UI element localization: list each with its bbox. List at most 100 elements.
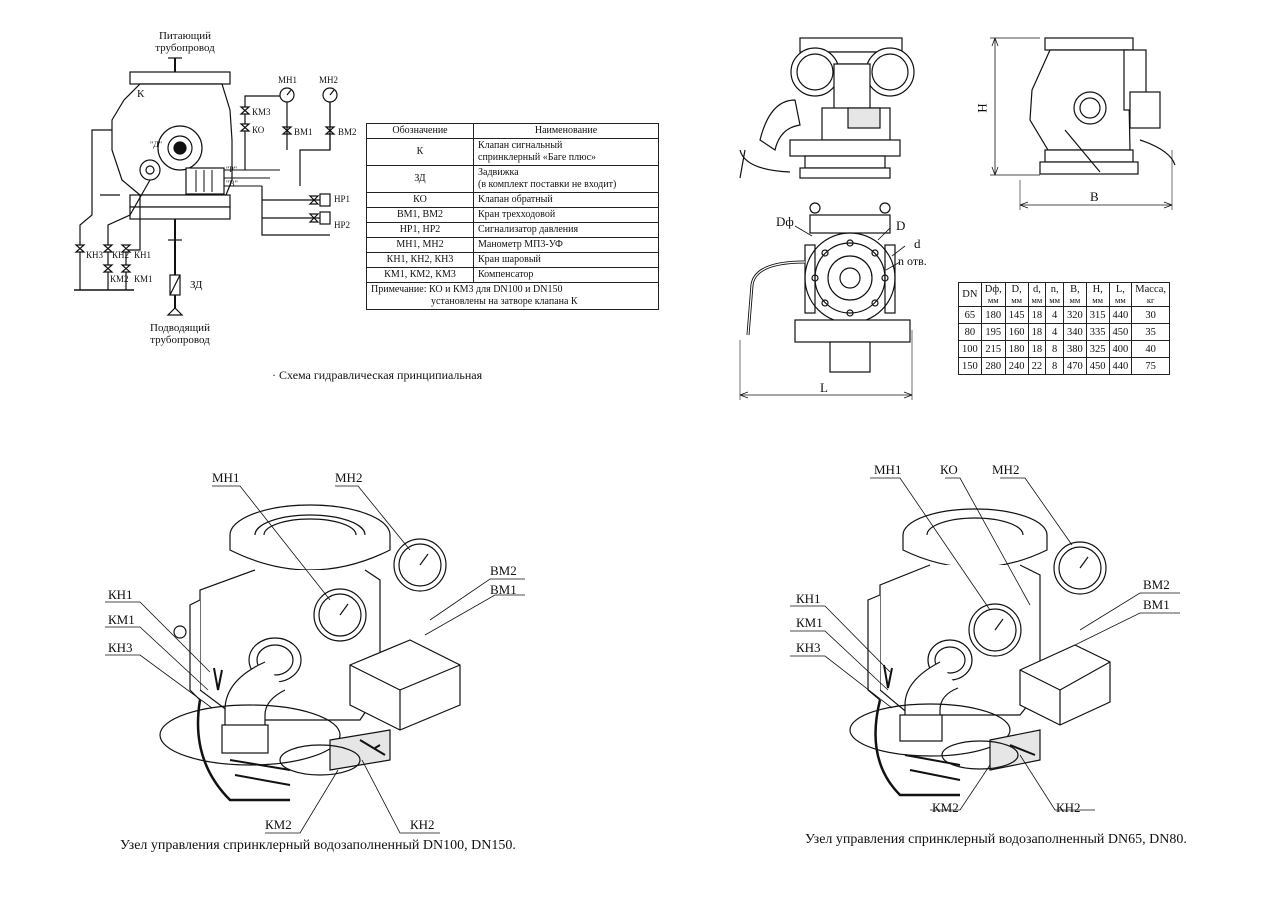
- dims-cell: 470: [1063, 357, 1087, 375]
- dims-cell: 400: [1108, 340, 1133, 358]
- tag-vm1: ВМ1: [294, 127, 313, 137]
- dims-cell: 440: [1108, 306, 1133, 324]
- legend-header-code: Обозначение: [366, 123, 474, 139]
- legend-code: КН1, КН2, КН3: [366, 252, 474, 268]
- legend-table: Обозначение Наименование К Клапан сигнал…: [366, 123, 659, 310]
- supply-pipe-label-line1: Питающий: [158, 30, 212, 42]
- legend-code: КО: [366, 192, 474, 208]
- right-label-vm1: ВМ1: [1143, 597, 1170, 612]
- left-label-kn1: КН1: [108, 587, 133, 602]
- legend-row: НР1, НР2 Сигнализатор давления: [366, 222, 659, 238]
- tag-mn2: МН2: [319, 75, 339, 85]
- left-label-kn3: КН3: [108, 640, 133, 655]
- dims-cell: 215: [980, 340, 1006, 358]
- right-label-kn2: КН2: [1056, 800, 1081, 815]
- tag-km1: КМ1: [134, 274, 153, 284]
- legend-code: МН1, МН2: [366, 237, 474, 253]
- dim-label-d-small: d: [914, 236, 921, 251]
- dims-cell: 320: [1063, 306, 1087, 324]
- right-assembly-caption: Узел управления спринклерный водозаполне…: [805, 832, 1187, 847]
- tag-zd: ЗД: [190, 279, 203, 291]
- right-label-mn2: МН2: [992, 462, 1020, 477]
- legend-name: Манометр МП3-УФ: [473, 237, 659, 253]
- dims-cell: 340: [1063, 323, 1087, 341]
- feed-pipe-label-line2: трубопровод: [150, 334, 210, 346]
- dims-cell: 100: [958, 340, 982, 358]
- dims-cell: 40: [1131, 340, 1171, 358]
- legend-header-row: Обозначение Наименование: [366, 123, 659, 139]
- legend-header-name: Наименование: [473, 123, 659, 139]
- legend-name-line: (в комплект поставки не входит): [478, 179, 617, 190]
- legend-name-line: Задвижка: [478, 167, 519, 178]
- supply-pipe-label: Питающий трубопровод: [150, 30, 220, 54]
- legend-note-line2: установлены на затворе клапана К: [431, 296, 578, 307]
- dims-cell: 440: [1108, 357, 1133, 375]
- dims-cell: 65: [958, 306, 982, 324]
- tag-port-p: "Р": [226, 165, 237, 174]
- legend-row: МН1, МН2 Манометр МП3-УФ: [366, 237, 659, 253]
- dims-cell: 180: [1004, 340, 1029, 358]
- dims-cell: 280: [980, 357, 1006, 375]
- left-label-km1: КМ1: [108, 612, 135, 627]
- legend-row: ВМ1, ВМ2 Кран трехходовой: [366, 207, 659, 223]
- dims-cell: 315: [1085, 306, 1110, 324]
- left-label-mn2: МН2: [335, 470, 363, 485]
- dims-cell: 35: [1131, 323, 1171, 341]
- dims-header-cell: H,мм: [1085, 282, 1110, 307]
- right-label-kn3: КН3: [796, 640, 821, 655]
- dims-cell: 18: [1027, 323, 1047, 341]
- tag-port-v: "В": [226, 179, 238, 188]
- dims-cell: 195: [980, 323, 1006, 341]
- left-label-km2: КМ2: [265, 817, 292, 832]
- legend-name: Кран трехходовой: [473, 207, 659, 223]
- dims-header-cell: DN: [958, 282, 982, 307]
- dims-cell: 30: [1131, 306, 1171, 324]
- legend-note: Примечание: КО и КМ3 для DN100 и DN150 у…: [366, 282, 659, 310]
- schematic-caption: · Схема гидравлическая принципиальная: [272, 368, 483, 382]
- legend-row: КМ1, КМ2, КМ3 Компенсатор: [366, 267, 659, 283]
- dims-cell: 75: [1131, 357, 1171, 375]
- dim-label-d-big: D: [896, 218, 906, 233]
- dims-cell: 4: [1045, 306, 1065, 324]
- dims-cell: 145: [1004, 306, 1029, 324]
- legend-code: К: [366, 138, 474, 166]
- legend-code: ЗД: [366, 165, 474, 193]
- legend-row: КО Клапан обратный: [366, 192, 659, 208]
- right-label-vm2: ВМ2: [1143, 577, 1170, 592]
- dims-cell: 325: [1085, 340, 1110, 358]
- top-view: [739, 202, 913, 400]
- tag-port-d: "Д": [150, 140, 162, 149]
- tag-kn3: КН3: [86, 250, 104, 260]
- dim-label-b: B: [1090, 189, 1099, 204]
- legend-name: Клапан сигнальный спринклерный «Баге плю…: [473, 138, 659, 166]
- dims-cell: 4: [1045, 323, 1065, 341]
- tag-km3: КМ3: [252, 107, 271, 117]
- dims-cell: 160: [1004, 323, 1029, 341]
- left-assembly-caption: Узел управления спринклерный водозаполне…: [120, 838, 516, 853]
- legend-row: ЗД Задвижка (в комплект поставки не вход…: [366, 165, 659, 193]
- dims-cell: 335: [1085, 323, 1110, 341]
- dim-label-h: H: [974, 103, 990, 113]
- legend-name-line: Клапан сигнальный: [478, 140, 563, 151]
- supply-pipe-label-line2: трубопровод: [155, 42, 215, 54]
- right-label-mn1: МН1: [874, 462, 902, 477]
- legend-name: Кран шаровый: [473, 252, 659, 268]
- left-label-kn2: КН2: [410, 817, 435, 832]
- tag-mn1: МН1: [278, 75, 298, 85]
- dims-cell: 450: [1085, 357, 1110, 375]
- front-view: [739, 37, 915, 179]
- dims-cell: 22: [1027, 357, 1047, 375]
- feed-pipe-label: Подводящий трубопровод: [140, 322, 220, 346]
- dims-cell: 18: [1027, 306, 1047, 324]
- right-label-km1: КМ1: [796, 615, 823, 630]
- feed-pipe-label-line1: Подводящий: [150, 322, 210, 334]
- left-assembly-drawing: [159, 504, 461, 802]
- dims-cell: 450: [1108, 323, 1133, 341]
- dims-header-cell: L,мм: [1108, 282, 1133, 307]
- tag-kn2: КН2: [112, 250, 130, 260]
- dim-label-df: Dф: [776, 214, 794, 229]
